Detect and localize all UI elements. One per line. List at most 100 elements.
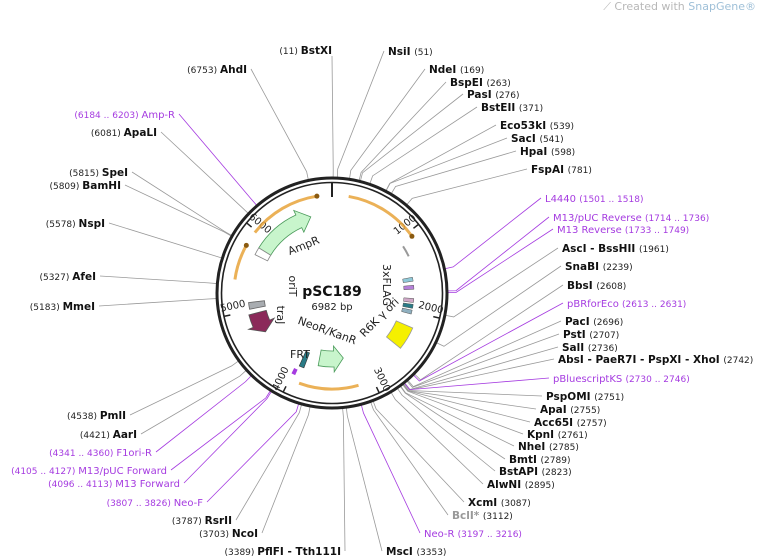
svg-text:(5327) AfeI: (5327) AfeI xyxy=(39,271,96,283)
site-label-pmli[interactable]: (4538) PmlI xyxy=(67,410,126,422)
site-label-mmei[interactable]: (5183) MmeI xyxy=(30,301,95,313)
svg-text:PacI (2696): PacI (2696) xyxy=(565,316,623,328)
svg-text:KpnI (2761): KpnI (2761) xyxy=(527,429,588,441)
ampr-feature[interactable] xyxy=(258,209,312,256)
orit-feature[interactable] xyxy=(248,300,266,310)
site-label-asci-bsshii[interactable]: AscI - BssHII (1961) xyxy=(562,243,669,255)
site-label-aari[interactable]: (4421) AarI xyxy=(80,429,137,441)
site-label-nsii[interactable]: NsiI (51) xyxy=(388,46,433,58)
site-name: BmtI xyxy=(509,454,541,466)
site-position: (4096 .. 4113) xyxy=(48,480,115,490)
site-label-m13-puc-forward[interactable]: (4105 .. 4127) M13/pUC Forward xyxy=(11,466,167,477)
leader-line xyxy=(406,333,560,388)
site-label-f1ori-r[interactable]: (4341 .. 4360) F1ori-R xyxy=(49,448,152,459)
svg-text:FspAI (781): FspAI (781) xyxy=(531,164,592,176)
site-position: (2785) xyxy=(549,443,579,453)
leader-line xyxy=(261,406,311,534)
site-name: AlwNI xyxy=(487,479,525,491)
site-label-spei[interactable]: (5815) SpeI xyxy=(69,167,128,179)
site-label-acc65i[interactable]: Acc65I (2757) xyxy=(534,417,607,429)
site-label-msci[interactable]: MscI (3353) xyxy=(386,546,446,558)
site-position: (263) xyxy=(487,79,511,89)
site-position: (5809) xyxy=(49,182,82,192)
site-label-saci[interactable]: SacI (541) xyxy=(511,133,564,145)
site-label-nhei[interactable]: NheI (2785) xyxy=(518,441,579,453)
site-position: (2761) xyxy=(558,431,588,441)
tick-label: 4000 xyxy=(271,365,292,393)
site-label-absi-paer7i-pspxi-xhoi[interactable]: AbsI - PaeR7I - PspXI - XhoI (2742) xyxy=(558,354,753,366)
site-label-psti[interactable]: PstI (2707) xyxy=(563,329,619,341)
leader-line xyxy=(206,403,299,503)
leader-line xyxy=(178,113,257,206)
flag-marker xyxy=(402,245,410,257)
site-position: (6184 .. 6203) xyxy=(74,111,141,121)
svg-text:MscI (3353): MscI (3353) xyxy=(386,546,446,558)
flag-tag-feature[interactable] xyxy=(403,297,415,303)
site-label-ncoi[interactable]: (3703) NcoI xyxy=(199,528,258,540)
site-label-afei[interactable]: (5327) AfeI xyxy=(39,271,96,283)
site-name: SnaBI xyxy=(565,261,603,273)
leader-line xyxy=(124,184,232,237)
leader-line xyxy=(369,106,478,184)
site-position: (5578) xyxy=(46,220,79,230)
flag-tag-feature[interactable] xyxy=(402,302,414,309)
site-label-paci[interactable]: PacI (2696) xyxy=(565,316,623,328)
site-name: AarI xyxy=(113,429,137,441)
site-position: (598) xyxy=(551,148,575,158)
site-label-snabi[interactable]: SnaBI (2239) xyxy=(565,261,633,273)
neor-feature[interactable] xyxy=(317,344,344,374)
site-name: SpeI xyxy=(102,167,128,179)
site-label-neo-r[interactable]: Neo-R (3197 .. 3216) xyxy=(424,529,522,540)
site-label-sali[interactable]: SalI (2736) xyxy=(562,342,618,354)
site-label-bcli-[interactable]: BclI* (3112) xyxy=(452,510,513,522)
site-label-amp-r[interactable]: (6184 .. 6203) Amp-R xyxy=(74,110,175,121)
site-label-eco53ki[interactable]: Eco53kI (539) xyxy=(500,120,574,132)
site-label-pasi[interactable]: PasI (276) xyxy=(467,89,520,101)
site-label-nspi[interactable]: (5578) NspI xyxy=(46,218,105,230)
site-position: (3787) xyxy=(172,517,205,527)
site-label-m13-forward[interactable]: (4096 .. 4113) M13 Forward xyxy=(48,479,180,490)
site-label-alwni[interactable]: AlwNI (2895) xyxy=(487,479,555,491)
site-name: KpnI xyxy=(527,429,558,441)
site-label-bspei[interactable]: BspEI (263) xyxy=(450,77,511,89)
orf-arrowhead xyxy=(314,193,320,199)
flag-tag-feature[interactable] xyxy=(401,307,413,315)
site-label-bmti[interactable]: BmtI (2789) xyxy=(509,454,570,466)
site-label-pbrforeco[interactable]: pBRforEco (2613 .. 2631) xyxy=(567,299,686,310)
tick-mark xyxy=(282,385,287,392)
tick-label: 5000 xyxy=(219,299,246,315)
site-label-l4440[interactable]: L4440 (1501 .. 1518) xyxy=(545,194,643,205)
site-label-apali[interactable]: (6081) ApaLI xyxy=(91,127,157,139)
site-label-m13-puc-reverse[interactable]: M13/pUC Reverse (1714 .. 1736) xyxy=(553,213,709,224)
site-label-pspomi[interactable]: PspOMI (2751) xyxy=(546,391,624,403)
site-label-xcmi[interactable]: XcmI (3087) xyxy=(468,497,531,509)
site-position: (3353) xyxy=(417,548,447,558)
site-label-apai[interactable]: ApaI (2755) xyxy=(540,404,600,416)
site-label-m13-reverse[interactable]: M13 Reverse (1733 .. 1749) xyxy=(557,225,689,236)
site-name: M13/pUC Forward xyxy=(78,466,167,477)
site-label-kpni[interactable]: KpnI (2761) xyxy=(527,429,588,441)
site-label-bsteii[interactable]: BstEII (371) xyxy=(481,102,543,114)
traj-feature[interactable] xyxy=(247,309,276,333)
site-label-ndei[interactable]: NdeI (169) xyxy=(429,64,484,76)
flag-tag-feature[interactable] xyxy=(403,284,415,290)
frt-feature[interactable] xyxy=(298,350,310,369)
site-label-fspai[interactable]: FspAI (781) xyxy=(531,164,592,176)
flag-tag-feature[interactable] xyxy=(402,276,414,283)
site-label-bbsi[interactable]: BbsI (2608) xyxy=(567,280,626,292)
site-label-bstapi[interactable]: BstAPI (2823) xyxy=(499,466,572,478)
leader-line xyxy=(445,197,542,269)
r6k-ori-feature[interactable] xyxy=(385,320,414,349)
site-name: Neo-F xyxy=(174,498,204,509)
site-label-bamhi[interactable]: (5809) BamHI xyxy=(49,180,121,192)
site-label-hpai[interactable]: HpaI (598) xyxy=(520,146,575,158)
plasmid-size: 6982 bp xyxy=(311,302,352,313)
site-label-bstxi[interactable]: (11) BstXI xyxy=(279,45,332,57)
site-label-pflfi-tth111i[interactable]: (3389) PflFI - Tth111I xyxy=(224,546,341,558)
site-label-pbluescriptks[interactable]: pBluescriptKS (2730 .. 2746) xyxy=(553,374,690,385)
site-name: MscI xyxy=(386,546,417,558)
site-label-neo-f[interactable]: (3807 .. 3826) Neo-F xyxy=(107,498,204,509)
site-label-rsrii[interactable]: (3787) RsrII xyxy=(172,515,232,527)
tick-label: 1000 xyxy=(392,213,419,237)
site-label-ahdi[interactable]: (6753) AhdI xyxy=(187,64,247,76)
